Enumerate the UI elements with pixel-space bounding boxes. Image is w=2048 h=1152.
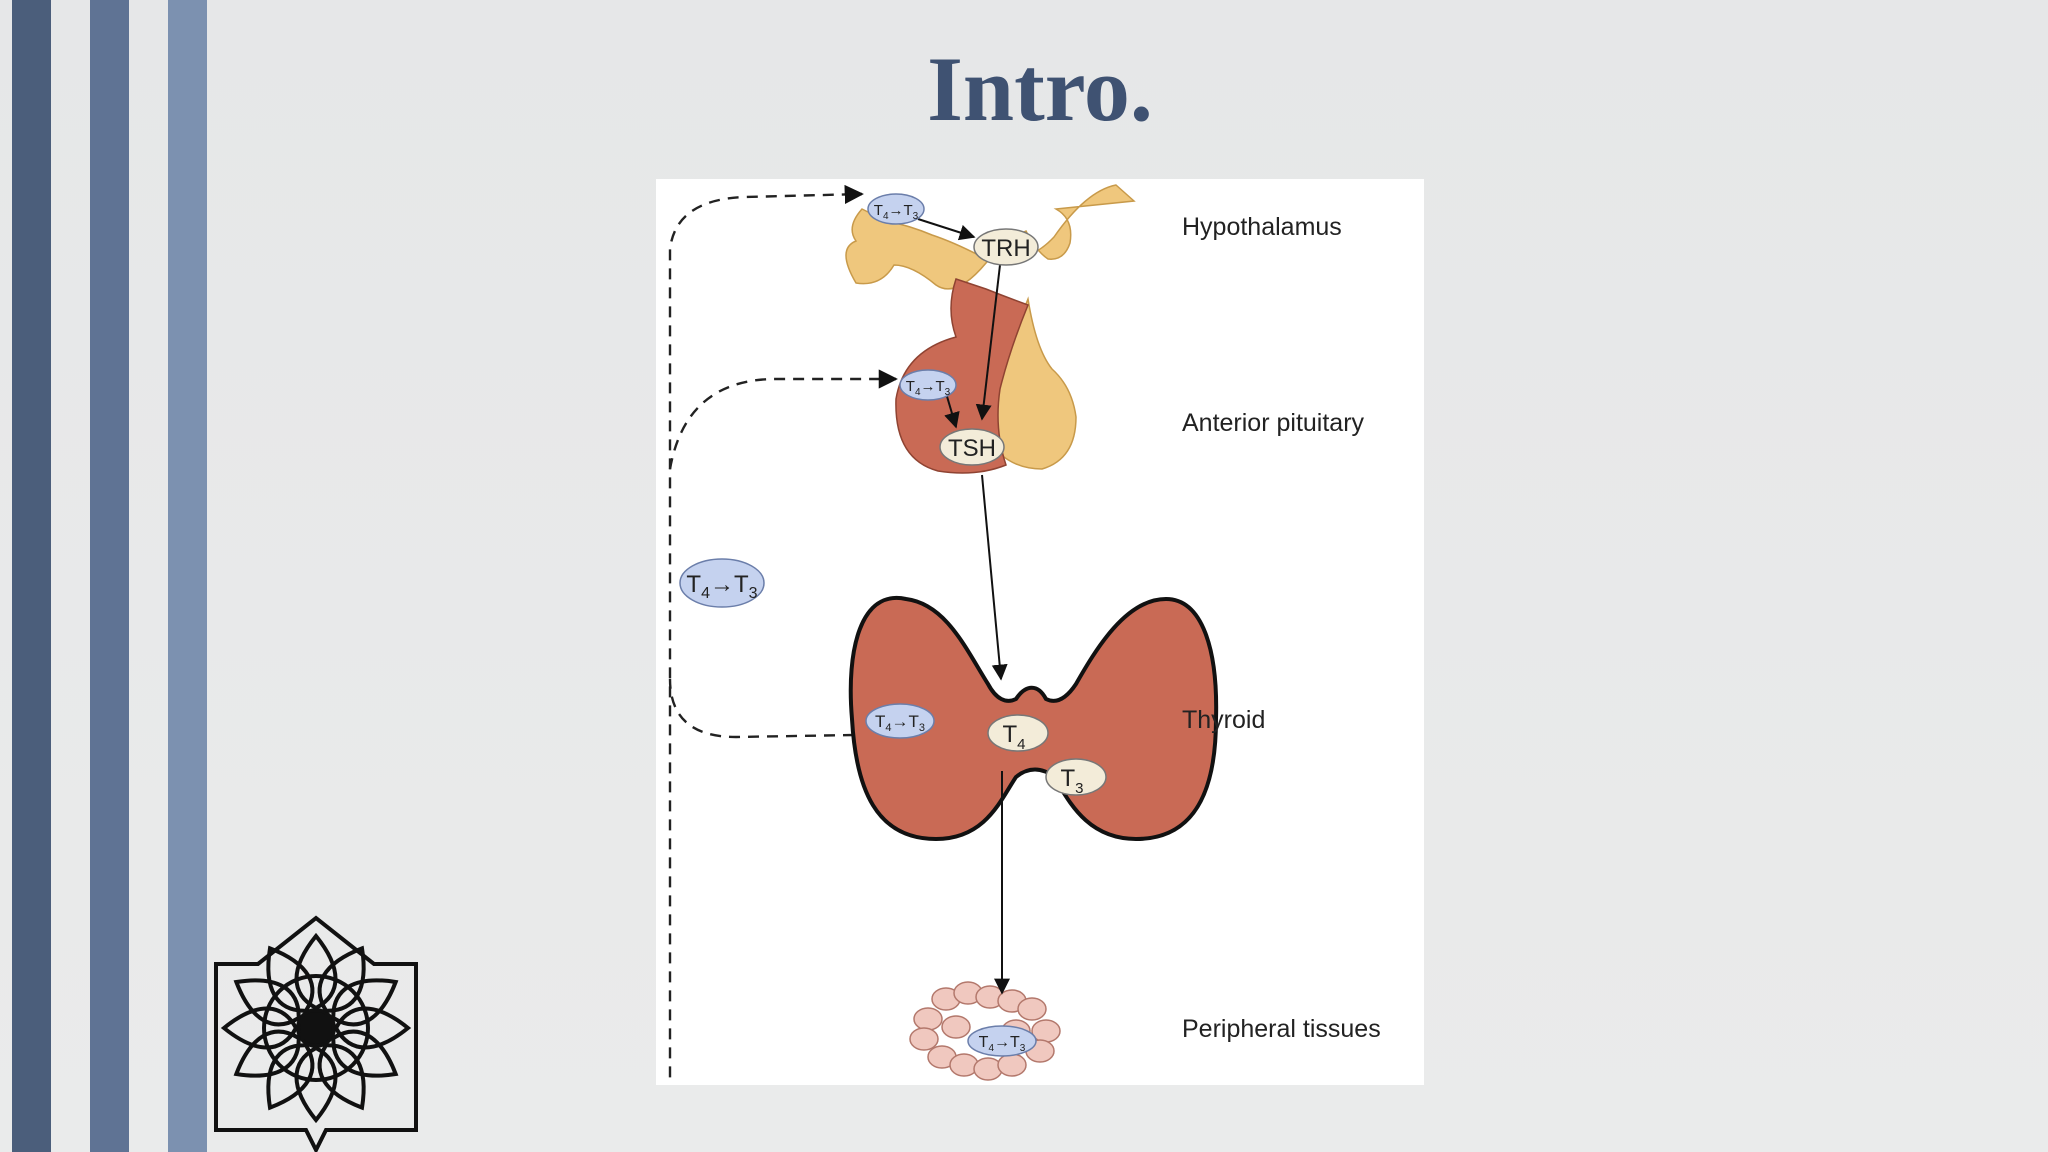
conversion-t4: T: [686, 571, 701, 598]
conversion-bubble-pituitary: T4→T3: [899, 369, 957, 401]
arrow-trh-to-tsh: [975, 264, 1001, 421]
peripheral-tissue-cells: [909, 981, 1061, 1081]
svg-text:T4→T3: T4→T3: [906, 378, 951, 398]
conversion-sub4: 4: [885, 722, 891, 734]
thyroid-axis-diagram: TRH TSH T4 T3 T4→T3 T4→T3: [668, 184, 1381, 1085]
conversion-arrow: →: [889, 202, 904, 219]
conversion-t4: T: [906, 378, 915, 395]
svg-text:T4→T3: T4→T3: [875, 712, 925, 734]
trh-label: TRH: [981, 235, 1030, 262]
conversion-arrow: →: [994, 1034, 1010, 1051]
conversion-t3: T: [936, 378, 945, 395]
pituitary-anterior-shape: [895, 278, 1029, 474]
feedback-lines: [668, 184, 898, 1085]
label-thyroid: Thyroid: [1182, 706, 1265, 734]
t3-label: T: [1060, 765, 1075, 792]
conversion-sub4: 4: [701, 585, 710, 602]
conversion-arrow: →: [892, 712, 909, 731]
conversion-sub3: 3: [919, 722, 925, 734]
conversion-sub3: 3: [1020, 1043, 1026, 1054]
conversion-t3: T: [1010, 1034, 1020, 1051]
svg-text:T4→T3: T4→T3: [979, 1034, 1026, 1054]
slide-title: Intro.: [927, 38, 1153, 140]
conversion-sub3: 3: [913, 211, 919, 222]
svg-text:T4→T3: T4→T3: [686, 571, 757, 602]
conversion-t4: T: [979, 1034, 989, 1051]
conversion-bubble-peripheral: T4→T3: [967, 1025, 1037, 1057]
conversion-arrow: →: [921, 378, 936, 395]
tsh-bubble: TSH: [939, 428, 1005, 466]
feedback-line-pituitary: [668, 369, 898, 470]
t3-subscript: 3: [1075, 780, 1083, 797]
t4-label: T: [1002, 721, 1017, 748]
conversion-sub4: 4: [883, 211, 889, 222]
decor-stripe-3: [168, 0, 207, 1152]
conversion-t3: T: [734, 571, 749, 598]
diagram-panel: TRH TSH T4 T3 T4→T3 T4→T3: [656, 179, 1424, 1085]
conversion-sub3: 3: [749, 585, 758, 602]
rosette-emblem-icon: [214, 915, 418, 1152]
conversion-sub4: 4: [915, 387, 921, 398]
conversion-t4: T: [874, 202, 883, 219]
conversion-bubble-hypothalamus: T4→T3: [867, 193, 925, 225]
solid-arrows: [917, 218, 1010, 995]
conversion-t3: T: [904, 202, 913, 219]
t4-bubble: T4: [987, 714, 1049, 753]
conversion-t3: T: [909, 712, 919, 731]
label-peripheral-tissues: Peripheral tissues: [1182, 1015, 1381, 1043]
tsh-label: TSH: [948, 435, 996, 462]
svg-text:T3: T3: [1060, 765, 1083, 797]
conversion-arrow: →: [710, 571, 734, 598]
decor-stripe-1: [12, 0, 51, 1152]
conversion-bubble-thyroid: T4→T3: [865, 703, 935, 739]
anterior-pituitary: [895, 278, 1029, 474]
conversion-sub3: 3: [945, 387, 951, 398]
arrow-conversion-to-trh: [917, 218, 976, 241]
label-anterior-pituitary: Anterior pituitary: [1182, 409, 1365, 437]
conversion-sub4: 4: [988, 1043, 994, 1054]
trh-bubble: TRH: [973, 228, 1039, 266]
arrow-conversion-to-tsh: [944, 392, 960, 429]
svg-text:T4→T3: T4→T3: [874, 202, 919, 222]
conversion-bubble-circulation: T4→T3: [679, 558, 765, 608]
conversion-t4: T: [875, 712, 885, 731]
label-hypothalamus: Hypothalamus: [1182, 213, 1342, 241]
arrow-tsh-to-thyroid: [981, 474, 1008, 681]
feedback-line-thyroid: [668, 678, 855, 739]
svg-text:T4: T4: [1002, 721, 1025, 753]
t3-bubble: T3: [1045, 758, 1107, 797]
t4-subscript: 4: [1017, 736, 1025, 753]
decor-stripe-2: [90, 0, 129, 1152]
